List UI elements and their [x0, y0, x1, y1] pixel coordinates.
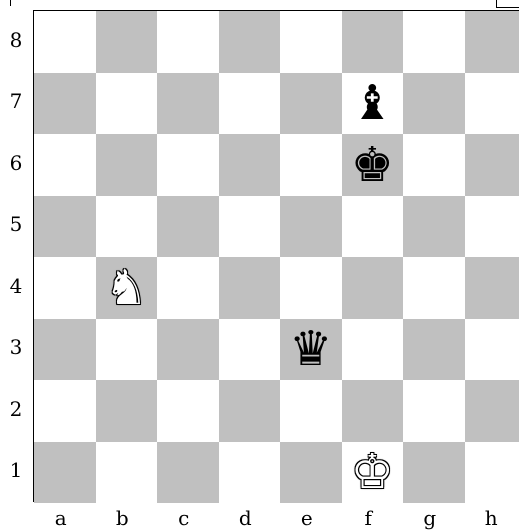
square-f8[interactable] [342, 11, 404, 73]
square-e1[interactable] [280, 442, 342, 504]
square-h6[interactable] [465, 134, 519, 196]
square-c1[interactable] [157, 442, 219, 504]
square-e5[interactable] [280, 196, 342, 258]
rank-label-4: 4 [6, 274, 26, 298]
corner-mark [0, 0, 11, 6]
square-e2[interactable] [280, 380, 342, 442]
black-king-f6-piece[interactable]: ♚ [342, 134, 404, 196]
square-a8[interactable] [34, 11, 96, 73]
file-label-e: e [276, 506, 338, 530]
square-f5[interactable] [342, 196, 404, 258]
square-h2[interactable] [465, 380, 519, 442]
square-b1[interactable] [96, 442, 158, 504]
square-c5[interactable] [157, 196, 219, 258]
square-g2[interactable] [403, 380, 465, 442]
square-d3[interactable] [219, 319, 281, 381]
square-h4[interactable] [465, 257, 519, 319]
square-b5[interactable] [96, 196, 158, 258]
square-c2[interactable] [157, 380, 219, 442]
file-label-f: f [338, 506, 400, 530]
file-label-g: g [399, 506, 461, 530]
square-a7[interactable] [34, 73, 96, 135]
file-label-c: c [153, 506, 215, 530]
rank-label-3: 3 [6, 335, 26, 359]
square-b3[interactable] [96, 319, 158, 381]
square-a2[interactable] [34, 380, 96, 442]
black-bishop-f7-piece[interactable]: ♝ [342, 73, 404, 135]
rank-label-2: 2 [6, 397, 26, 421]
white-king-f1-piece[interactable]: ♚ [342, 442, 404, 504]
square-e8[interactable] [280, 11, 342, 73]
file-label-a: a [30, 506, 92, 530]
square-h3[interactable] [465, 319, 519, 381]
square-h5[interactable] [465, 196, 519, 258]
square-a6[interactable] [34, 134, 96, 196]
square-a1[interactable] [34, 442, 96, 504]
square-e6[interactable] [280, 134, 342, 196]
square-a4[interactable] [34, 257, 96, 319]
square-g8[interactable] [403, 11, 465, 73]
square-b7[interactable] [96, 73, 158, 135]
file-label-d: d [215, 506, 277, 530]
square-d7[interactable] [219, 73, 281, 135]
square-h1[interactable] [465, 442, 519, 504]
square-b2[interactable] [96, 380, 158, 442]
square-a5[interactable] [34, 196, 96, 258]
square-b6[interactable] [96, 134, 158, 196]
square-g4[interactable] [403, 257, 465, 319]
square-d8[interactable] [219, 11, 281, 73]
square-g3[interactable] [403, 319, 465, 381]
rank-label-7: 7 [6, 89, 26, 113]
square-c6[interactable] [157, 134, 219, 196]
white-knight-b4-piece[interactable]: ♞ [96, 257, 158, 319]
rank-label-5: 5 [6, 212, 26, 236]
black-queen-e3-piece[interactable]: ♛ [280, 319, 342, 381]
square-c4[interactable] [157, 257, 219, 319]
square-d5[interactable] [219, 196, 281, 258]
square-d1[interactable] [219, 442, 281, 504]
square-h8[interactable] [465, 11, 519, 73]
square-a3[interactable] [34, 319, 96, 381]
square-b8[interactable] [96, 11, 158, 73]
square-f2[interactable] [342, 380, 404, 442]
square-c8[interactable] [157, 11, 219, 73]
file-label-h: h [461, 506, 519, 530]
square-e7[interactable] [280, 73, 342, 135]
square-c3[interactable] [157, 319, 219, 381]
chess-board[interactable]: ♝♚♞♛♚ [33, 10, 519, 502]
square-d4[interactable] [219, 257, 281, 319]
square-d6[interactable] [219, 134, 281, 196]
square-g6[interactable] [403, 134, 465, 196]
rank-label-6: 6 [6, 151, 26, 175]
square-e4[interactable] [280, 257, 342, 319]
square-g7[interactable] [403, 73, 465, 135]
square-d2[interactable] [219, 380, 281, 442]
file-label-b: b [92, 506, 154, 530]
rank-label-1: 1 [6, 458, 26, 482]
square-f4[interactable] [342, 257, 404, 319]
square-c7[interactable] [157, 73, 219, 135]
square-f3[interactable] [342, 319, 404, 381]
square-g1[interactable] [403, 442, 465, 504]
square-h7[interactable] [465, 73, 519, 135]
square-g5[interactable] [403, 196, 465, 258]
rank-label-8: 8 [6, 28, 26, 52]
board-flip-icon[interactable] [496, 0, 519, 8]
